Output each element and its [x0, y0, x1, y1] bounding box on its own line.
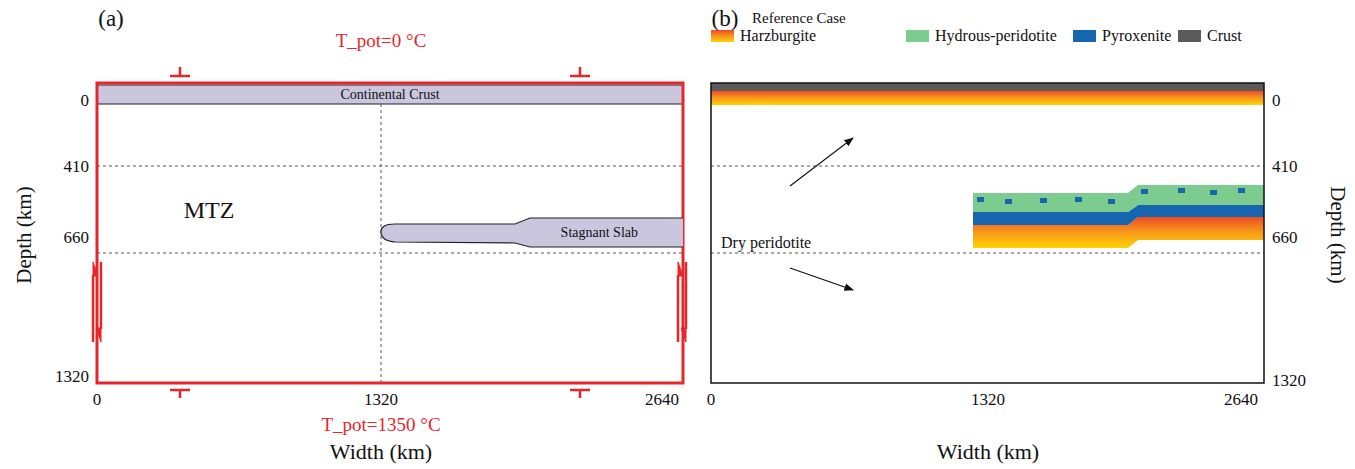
legend-text: Harzburgite [740, 28, 816, 44]
axis-tick: 0 [1272, 92, 1281, 109]
pyroxenite-blob [1040, 198, 1047, 203]
depth-line-660 [711, 253, 1264, 254]
panel-title: Reference Case [752, 11, 846, 26]
slab-hydrous-peridotite [973, 185, 1264, 212]
pyroxenite-blobs [977, 188, 1245, 204]
crust-layer [711, 83, 1264, 91]
axis-tick: 0 [707, 391, 716, 408]
pyroxenite-blob [1210, 190, 1217, 195]
pyroxenite-blob [977, 197, 984, 202]
node-label: Stagnant Slab [561, 226, 638, 240]
boundary-condition: T_pot=1350 °C [321, 415, 440, 434]
slab-shape: Stagnant Slab [380, 218, 683, 247]
axis-tick: 1320 [55, 368, 89, 385]
axis-tick: 0 [93, 391, 102, 408]
legend-swatch [1073, 30, 1096, 42]
axis-title: Depth (km) [1327, 186, 1348, 283]
depth-line-410 [97, 166, 683, 167]
axis-tick: 410 [64, 158, 90, 175]
shear-arrows [93, 262, 686, 342]
pyroxenite-blob [1108, 199, 1115, 204]
axis-tick: 1320 [364, 391, 398, 408]
legend-text: Hydrous-peridotite [935, 28, 1057, 44]
pyroxenite-blob [1005, 199, 1012, 204]
legend-item: Harzburgite [711, 28, 816, 44]
axis-tick: 660 [64, 229, 90, 246]
leader-arrow [790, 268, 853, 290]
lithosphere-layer [711, 91, 1264, 105]
pyroxenite-blob [1075, 197, 1082, 202]
axis-tick: 1320 [971, 391, 1005, 408]
pyroxenite-blob [1178, 188, 1185, 193]
pyroxenite-blob [1141, 189, 1148, 194]
boundary-condition: T_pot=0 °C [336, 31, 427, 50]
axis-title: Width (km) [330, 441, 432, 463]
pyroxenite-blob [1238, 188, 1245, 193]
axis-title: Depth (km) [14, 186, 35, 283]
axis-tick: 2640 [645, 391, 679, 408]
legend-swatch [906, 30, 929, 42]
region-label: Dry peridotite [721, 235, 811, 251]
legend-text: Pyroxenite [1102, 28, 1171, 44]
panel-a [93, 67, 686, 398]
axis-tick: 660 [1272, 229, 1298, 246]
legend-item: Crust [1178, 28, 1242, 44]
panel-b [711, 83, 1264, 383]
axis-title: Width (km) [937, 441, 1039, 463]
axis-tick: 2640 [1224, 391, 1258, 408]
legend-swatch [1178, 30, 1201, 42]
legend-item: Pyroxenite [1073, 28, 1171, 44]
depth-line-660 [97, 253, 683, 254]
panel-letter: (b) [712, 7, 739, 30]
slab-outline-path [381, 218, 683, 247]
legend-text: Crust [1207, 28, 1242, 44]
legend-swatch [711, 30, 734, 42]
leader-arrow [790, 138, 853, 186]
node-label: Continental Crust [340, 88, 439, 102]
axis-tick: 0 [81, 92, 90, 109]
crust-band: Continental Crust [97, 85, 683, 104]
axis-tick: 410 [1272, 158, 1298, 175]
depth-line-410 [711, 166, 1264, 167]
model-box [97, 83, 683, 383]
legend-item: Hydrous-peridotite [906, 28, 1057, 44]
center-line [381, 104, 382, 383]
panel-letter: (a) [98, 7, 124, 30]
model-box [711, 83, 1264, 383]
crust-band [97, 85, 683, 104]
axis-tick: 1320 [1272, 372, 1306, 389]
region-label: MTZ [184, 198, 235, 222]
